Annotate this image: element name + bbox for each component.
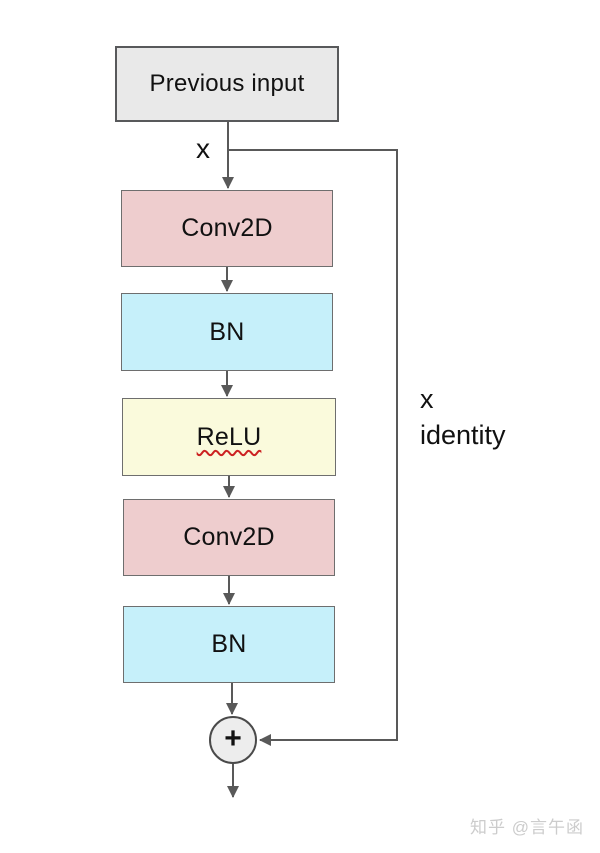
node-relu: ReLU (122, 398, 336, 476)
node-conv2d-2-label: Conv2D (183, 523, 275, 551)
node-relu-label: ReLU (196, 422, 262, 451)
node-bn-1-label: BN (209, 317, 245, 346)
node-bn-2: BN (123, 606, 335, 683)
node-conv2d-1-label: Conv2D (181, 214, 273, 242)
node-previous-input: Previous input (115, 46, 339, 122)
skip-connection-line (229, 149, 398, 746)
node-bn-2-label: BN (211, 630, 247, 658)
skip-identity-label: x identity (420, 381, 506, 453)
node-previous-input-label: Previous input (149, 70, 305, 97)
node-bn-1: BN (121, 293, 333, 371)
plus-sign: + (224, 721, 242, 755)
zhihu-watermark: 知乎 @言午函 (470, 818, 584, 837)
skip-identity-text: identity (420, 420, 506, 450)
node-conv2d-1: Conv2D (121, 190, 333, 267)
node-conv2d-2: Conv2D (123, 499, 335, 576)
skip-x-text: x (420, 384, 434, 414)
add-node: + (209, 716, 257, 764)
input-x-label: x (196, 133, 210, 164)
